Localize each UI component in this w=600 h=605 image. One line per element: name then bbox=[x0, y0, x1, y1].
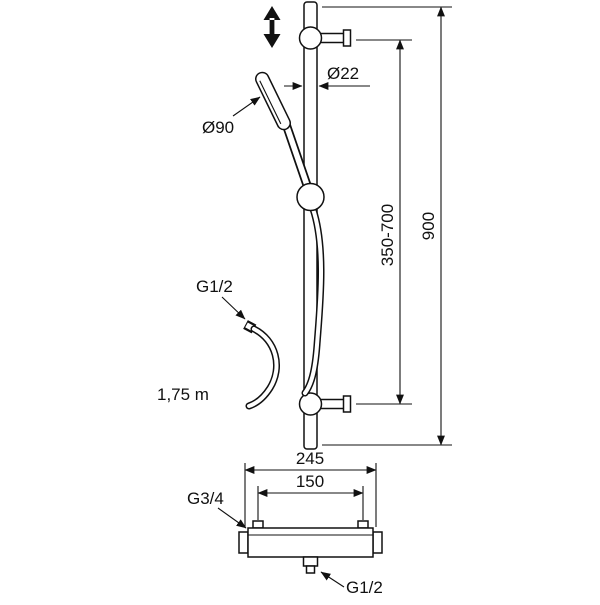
dim-mixer-width-text: 245 bbox=[296, 449, 324, 468]
label-outlet-thread-text: G1/2 bbox=[346, 578, 383, 597]
hand-shower bbox=[255, 71, 314, 196]
mixer-left-inlet bbox=[252, 520, 264, 529]
label-hose-thread: G1/2 bbox=[196, 277, 246, 320]
mixer-body bbox=[247, 527, 374, 558]
label-hose-length: 1,75 m bbox=[157, 385, 209, 404]
label-inlet-thread-text: G3/4 bbox=[187, 489, 224, 508]
mixer-right-inlet bbox=[357, 520, 369, 529]
dim-mixer-width: 245 bbox=[244, 449, 377, 527]
dim-inlet-spacing: 150 bbox=[257, 472, 364, 520]
bottom-bracket-knob bbox=[298, 392, 323, 416]
dim-rail-length: 900 bbox=[322, 6, 452, 446]
hose-free-end bbox=[243, 320, 281, 410]
mixer-outlet bbox=[302, 556, 319, 567]
dim-slider-range-text: 350-700 bbox=[378, 204, 397, 266]
dim-inlet-spacing-text: 150 bbox=[296, 472, 324, 491]
dim-rail-length-text: 900 bbox=[419, 212, 438, 240]
shower-hose bbox=[301, 205, 325, 397]
label-hose-thread-text: G1/2 bbox=[196, 277, 233, 296]
mixer-right-cap bbox=[372, 531, 383, 554]
dim-slider-range: 350-700 bbox=[356, 39, 412, 405]
mixer-left-cap bbox=[238, 531, 249, 554]
dim-rail-diameter-text: Ø22 bbox=[327, 64, 359, 83]
label-inlet-thread: G3/4 bbox=[187, 489, 247, 529]
mixer-valve bbox=[238, 520, 383, 574]
mixer-outlet-nipple bbox=[305, 565, 316, 574]
movement-arrow bbox=[263, 6, 281, 48]
hand-shower-head bbox=[255, 71, 291, 131]
rail-slider bbox=[296, 182, 325, 212]
top-bracket-knob bbox=[298, 26, 323, 50]
dim-rail-diameter: Ø22 bbox=[284, 64, 370, 90]
dim-head-diameter: Ø90 bbox=[202, 96, 261, 137]
dim-head-diameter-text: Ø90 bbox=[202, 118, 234, 137]
label-outlet-thread: G1/2 bbox=[320, 571, 383, 597]
label-hose-length-text: 1,75 m bbox=[157, 385, 209, 404]
